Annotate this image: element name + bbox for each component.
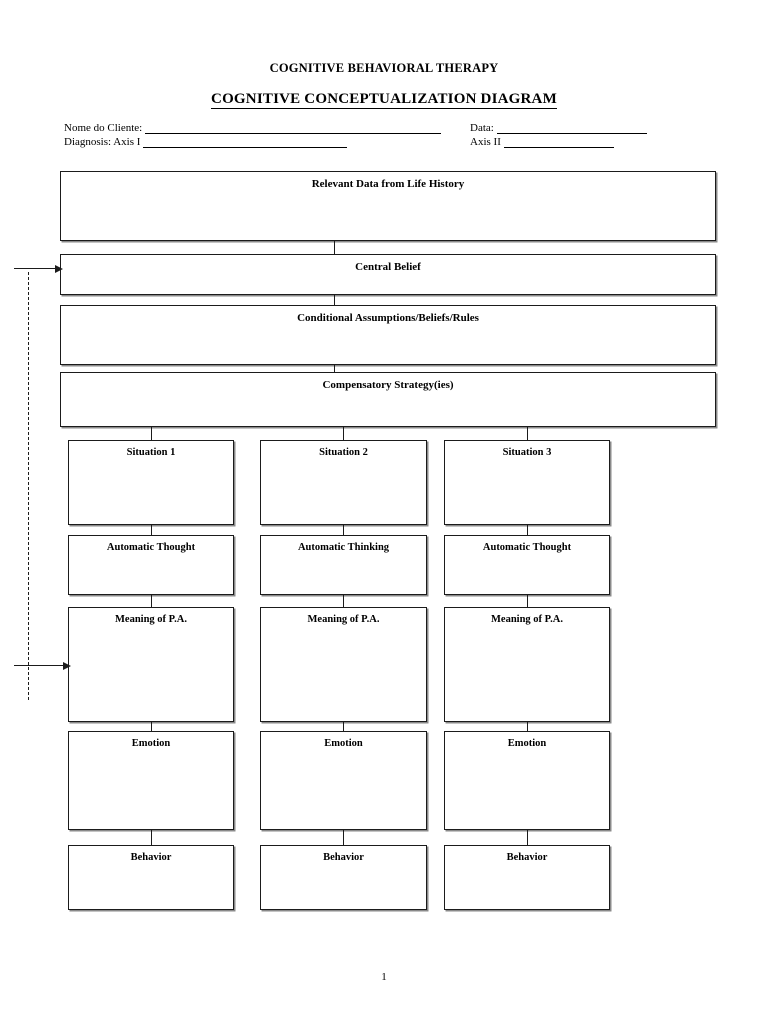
date-label: Data: — [470, 122, 494, 134]
box-label-meaning-of-pa-2: Meaning of P.A. — [307, 614, 380, 625]
feedback-arrow-bottom-shaft — [14, 665, 65, 667]
connector-situation-2-to-thought-2 — [343, 525, 345, 535]
connector-thought-1-to-meaning-1 — [151, 595, 153, 607]
box-situation-1[interactable]: Situation 1 — [68, 440, 234, 525]
feedback-loop-dashed-line — [28, 272, 29, 700]
connector-emotion-2-to-behavior-2 — [343, 830, 345, 845]
date-field[interactable]: Data: — [470, 122, 647, 134]
arrowhead-icon — [55, 264, 63, 273]
box-compensatory-strategy[interactable]: Compensatory Strategy(ies) — [60, 372, 716, 427]
client-name-label: Nome do Cliente: — [64, 122, 143, 134]
box-label-emotion-3: Emotion — [507, 738, 547, 749]
diagnosis-axis1-input[interactable] — [143, 137, 348, 148]
box-label-automatic-thought-3: Automatic Thought — [482, 542, 572, 553]
box-situation-3[interactable]: Situation 3 — [444, 440, 610, 525]
box-label-automatic-thinking-2: Automatic Thinking — [297, 542, 390, 553]
box-emotion-2[interactable]: Emotion — [260, 731, 427, 830]
arrowhead-icon — [63, 661, 71, 670]
connector-central-belief-to-conditional — [334, 295, 336, 305]
diagnosis-axis1-label: Diagnosis: Axis I — [64, 136, 141, 148]
box-label-situation-2: Situation 2 — [319, 447, 368, 458]
axis2-label: Axis II — [470, 136, 501, 148]
box-behavior-1[interactable]: Behavior — [68, 845, 234, 910]
connector-emotion-3-to-behavior-3 — [527, 830, 529, 845]
box-automatic-thought-3[interactable]: Automatic Thought — [444, 535, 610, 595]
connector-meaning-2-to-emotion-2 — [343, 722, 345, 731]
box-label-situation-1: Situation 1 — [126, 447, 176, 458]
box-conditional-assumptions[interactable]: Conditional Assumptions/Beliefs/Rules — [60, 305, 716, 365]
box-label-behavior-2: Behavior — [323, 852, 364, 863]
box-emotion-1[interactable]: Emotion — [68, 731, 234, 830]
connector-situation-3-to-thought-3 — [527, 525, 529, 535]
connector-thought-3-to-meaning-3 — [527, 595, 529, 607]
connector-emotion-1-to-behavior-1 — [151, 830, 153, 845]
page-subtitle-text: COGNITIVE CONCEPTUALIZATION DIAGRAM — [211, 91, 557, 109]
box-label-automatic-thought-1: Automatic Thought — [106, 542, 196, 553]
box-meaning-of-pa-2[interactable]: Meaning of P.A. — [260, 607, 427, 722]
connector-conditional-to-compensatory — [334, 365, 336, 372]
feedback-arrow-top-shaft — [14, 268, 57, 270]
page-title: COGNITIVE BEHAVIORAL THERAPY — [269, 61, 499, 75]
box-central-belief[interactable]: Central Belief — [60, 254, 716, 295]
connector-compensatory-to-situation-2 — [343, 427, 345, 440]
box-behavior-3[interactable]: Behavior — [444, 845, 610, 910]
box-label-life-history: Relevant Data from Life History — [311, 178, 465, 190]
box-behavior-2[interactable]: Behavior — [260, 845, 427, 910]
box-meaning-of-pa-1[interactable]: Meaning of P.A. — [68, 607, 234, 722]
connector-meaning-3-to-emotion-3 — [527, 722, 529, 731]
box-automatic-thought-1[interactable]: Automatic Thought — [68, 535, 234, 595]
axis2-field[interactable]: Axis II — [470, 136, 614, 148]
box-meaning-of-pa-3[interactable]: Meaning of P.A. — [444, 607, 610, 722]
axis2-input[interactable] — [503, 137, 614, 148]
client-name-field[interactable]: Nome do Cliente: — [64, 122, 442, 134]
box-label-central-belief: Central Belief — [355, 261, 421, 273]
connector-compensatory-to-situation-1 — [151, 427, 153, 440]
box-label-compensatory-strategy: Compensatory Strategy(ies) — [322, 379, 454, 391]
connector-thought-2-to-meaning-2 — [343, 595, 345, 607]
box-emotion-3[interactable]: Emotion — [444, 731, 610, 830]
connector-compensatory-to-situation-3 — [527, 427, 529, 440]
box-situation-2[interactable]: Situation 2 — [260, 440, 427, 525]
feedback-arrow-to-central-belief — [14, 264, 64, 273]
box-relevant-data-life-history[interactable]: Relevant Data from Life History — [60, 171, 716, 241]
connector-life-history-to-central-belief — [334, 241, 336, 254]
page-subtitle: COGNITIVE CONCEPTUALIZATION DIAGRAM — [0, 91, 768, 109]
box-label-conditional-assumptions: Conditional Assumptions/Beliefs/Rules — [297, 312, 479, 324]
box-label-meaning-of-pa-1: Meaning of P.A. — [115, 614, 187, 625]
client-name-input[interactable] — [145, 123, 442, 134]
box-label-emotion-1: Emotion — [131, 738, 171, 749]
box-label-meaning-of-pa-3: Meaning of P.A. — [491, 614, 563, 625]
connector-meaning-1-to-emotion-1 — [151, 722, 153, 731]
box-automatic-thinking-2[interactable]: Automatic Thinking — [260, 535, 427, 595]
connector-situation-1-to-thought-1 — [151, 525, 153, 535]
diagnosis-axis1-field[interactable]: Diagnosis: Axis I — [64, 136, 348, 148]
box-label-behavior-3: Behavior — [506, 852, 548, 863]
date-input[interactable] — [496, 123, 647, 134]
box-label-behavior-1: Behavior — [130, 852, 172, 863]
page-number: 1 — [381, 971, 387, 983]
box-label-emotion-2: Emotion — [324, 738, 363, 749]
feedback-arrow-to-meaning-of-pa — [14, 661, 72, 670]
box-label-situation-3: Situation 3 — [502, 447, 552, 458]
